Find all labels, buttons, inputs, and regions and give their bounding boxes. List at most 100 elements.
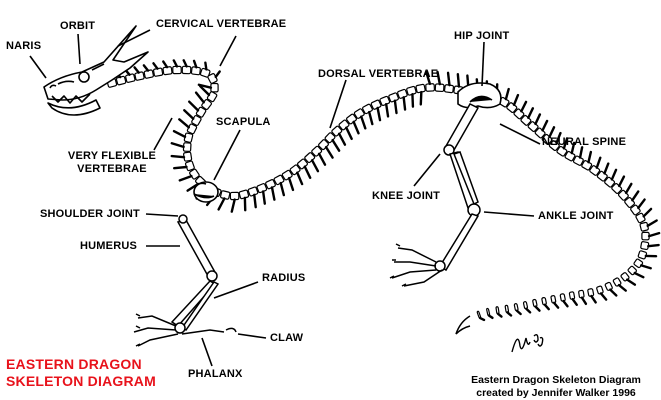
vertebra — [495, 306, 503, 318]
rib — [436, 70, 442, 86]
credit-line1: Eastern Dragon Skeleton Diagram — [471, 374, 641, 386]
label-knee-joint: KNEE JOINT — [372, 190, 441, 202]
rib — [637, 198, 646, 210]
rib — [170, 142, 185, 149]
rib — [419, 90, 423, 106]
vertebra — [640, 241, 660, 251]
label-very-flexible-vertebrae: VERY FLEXIBLE VERTEBRAE — [62, 150, 162, 176]
label-naris: NARIS — [6, 40, 42, 52]
rib — [183, 109, 195, 120]
vertebra — [568, 291, 578, 306]
rib — [504, 87, 510, 101]
rib — [609, 288, 618, 297]
label-phalanx: PHALANX — [188, 368, 243, 380]
vertebra — [178, 168, 200, 182]
rib — [515, 309, 522, 316]
vertebra — [578, 289, 588, 306]
rib — [324, 145, 334, 159]
label-cervical-vertebrae: CERVICAL VERTEBRAE — [156, 18, 287, 30]
vertebra — [379, 95, 391, 118]
vertebra — [172, 59, 182, 75]
vertebra — [641, 231, 661, 241]
vertebra — [637, 250, 658, 260]
rib — [644, 254, 658, 258]
rib — [310, 159, 320, 173]
vertebra — [152, 62, 164, 77]
vertebra — [172, 129, 194, 143]
vertebra — [596, 162, 610, 182]
rib — [279, 181, 286, 197]
vertebra — [256, 183, 268, 205]
rib — [337, 132, 347, 146]
vertebra — [612, 277, 627, 292]
rib — [631, 190, 640, 202]
rib — [446, 71, 451, 87]
vertebra — [370, 99, 382, 122]
vertebra — [633, 258, 652, 270]
rib — [580, 296, 588, 306]
rib — [345, 126, 353, 141]
rib — [162, 60, 169, 69]
vertebra — [247, 186, 259, 209]
vertebra — [617, 182, 633, 201]
rib — [303, 165, 312, 180]
label-scapula: SCAPULA — [216, 116, 271, 128]
vertebra — [548, 131, 562, 152]
naris-icon — [49, 84, 57, 89]
front-leg — [133, 214, 237, 347]
rib — [617, 175, 626, 188]
vertebra — [183, 109, 202, 126]
vertebra — [476, 310, 486, 322]
rib — [172, 129, 187, 139]
vertebra — [281, 169, 295, 192]
vertebra — [559, 293, 569, 308]
rib — [625, 278, 637, 286]
rib — [534, 113, 542, 126]
vertebra — [443, 71, 455, 94]
vertebra — [353, 108, 367, 130]
label-orbit: ORBIT — [60, 20, 96, 32]
vertebra — [362, 103, 374, 126]
rib — [571, 297, 578, 306]
vertebra — [198, 84, 218, 103]
vertebra — [520, 107, 535, 126]
label-neural-spine: NEURAL SPINE — [542, 136, 627, 148]
vertebrae-and-ribs — [105, 59, 661, 322]
label-dorsal-vertebrae: DORSAL VERTEBRAE — [318, 68, 439, 80]
rib — [172, 165, 188, 170]
rib — [182, 59, 188, 68]
rib — [633, 271, 645, 279]
vertebra — [388, 92, 399, 115]
vertebra — [550, 295, 560, 309]
vertebra — [142, 64, 154, 79]
tail-tip — [455, 315, 471, 335]
credit-block: Eastern Dragon Skeleton Diagram created … — [452, 374, 660, 400]
vertebra — [194, 91, 213, 111]
rib — [512, 93, 520, 106]
vertebra — [639, 219, 658, 232]
vertebra — [630, 198, 646, 216]
vertebra — [170, 151, 193, 162]
rib — [152, 62, 159, 70]
vertebra — [207, 70, 221, 84]
diagram-title-line1: EASTERN DRAGON — [6, 356, 142, 372]
label-very-flexible-line1: VERY FLEXIBLE — [67, 150, 157, 162]
vertebra — [581, 150, 593, 171]
rib — [562, 299, 569, 308]
rib — [217, 197, 226, 211]
vertebra — [406, 85, 417, 108]
vertebra — [635, 207, 653, 224]
vertebra — [596, 285, 608, 301]
vertebra — [522, 301, 532, 314]
vertebra — [324, 132, 341, 152]
rib — [520, 100, 528, 113]
rib — [296, 171, 304, 186]
rib — [287, 176, 295, 192]
diagram-title: EASTERN DRAGON SKELETON DIAGRAM — [6, 356, 156, 390]
vertebra — [434, 70, 445, 93]
vertebra — [624, 190, 640, 209]
vertebra — [190, 59, 201, 76]
vertebra — [187, 100, 207, 118]
rib — [230, 198, 236, 213]
